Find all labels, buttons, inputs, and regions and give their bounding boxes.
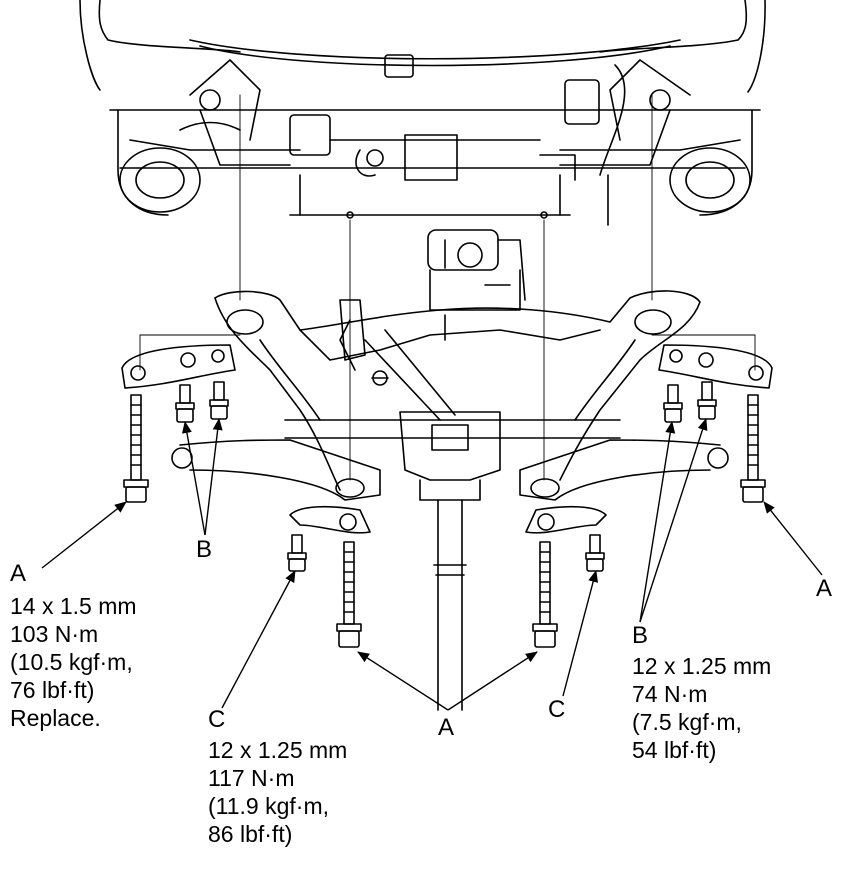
arrow-b-right-1 [639,421,676,623]
arrow-a-center-right [447,651,538,711]
bolts-b-right [663,381,717,423]
callout-b-right-letter: B [632,622,649,649]
bolt-a-right [740,394,766,503]
center-bracket-and-shaft [399,411,501,711]
callout-c-right-letter: C [548,696,566,723]
callout-a-left-kgf: (10.5 kgf·m, [10,649,133,675]
callout-a-center-letter: A [438,714,455,741]
callout-c-left-letter: C [208,706,226,733]
arrow-b-left-2 [204,418,223,536]
lower-control-arms [171,439,729,501]
subframe [214,290,701,491]
callout-a-left-lbf: 76 lbf·ft) [10,677,95,703]
arrow-a-left [41,501,127,569]
callout-b-right-lbf: 54 lbf·ft) [632,737,717,763]
callout-c-left-lbf: 86 lbf·ft) [208,821,293,847]
callout-a-left-torque: 103 N·m [10,621,99,647]
arrow-c-left [221,570,296,709]
mount-markers [346,211,548,219]
arrow-a-right [763,501,823,576]
callout-b-left-letter: B [196,536,213,563]
arrow-b-right-2 [639,418,708,623]
bolt-c-right [585,534,605,572]
callout-a-left-letter: A [10,560,27,587]
callout-c-left-torque: 117 N·m [208,765,295,791]
callout-a-left-note: Replace. [10,705,101,731]
callout-b-right-kgf: (7.5 kgf·m, [632,709,742,735]
callout-c-left-kgf: (11.9 kgf·m, [208,793,329,819]
underbody-center [329,54,576,181]
bolt-a-left [123,394,149,503]
callout-b-right-size: 12 x 1.25 mm [632,653,772,679]
arrow-b-left-1 [181,421,206,536]
left-hub-assembly [117,59,331,216]
arrow-c-right [562,570,599,697]
steering-gearbox [427,229,526,311]
bolts-b-left [175,381,229,423]
callout-a-right-letter: A [816,575,833,602]
bolt-a-center-left [336,541,362,648]
callout-b-right-torque: 74 N·m [632,681,708,707]
bolt-a-center-right [532,541,558,648]
callout-c-left-size: 12 x 1.25 mm [208,737,348,763]
rear-stiffener-brackets [289,505,607,534]
callout-a-left-size: 14 x 1.5 mm [10,593,137,619]
right-hub-assembly [559,59,753,216]
alignment-lines [139,94,756,481]
bolt-c-left [287,534,307,572]
front-stiffener-brackets [121,344,773,389]
leader-arrows [41,418,823,711]
vehicle-body-outline [79,0,766,226]
arrow-a-center-left [357,651,449,711]
